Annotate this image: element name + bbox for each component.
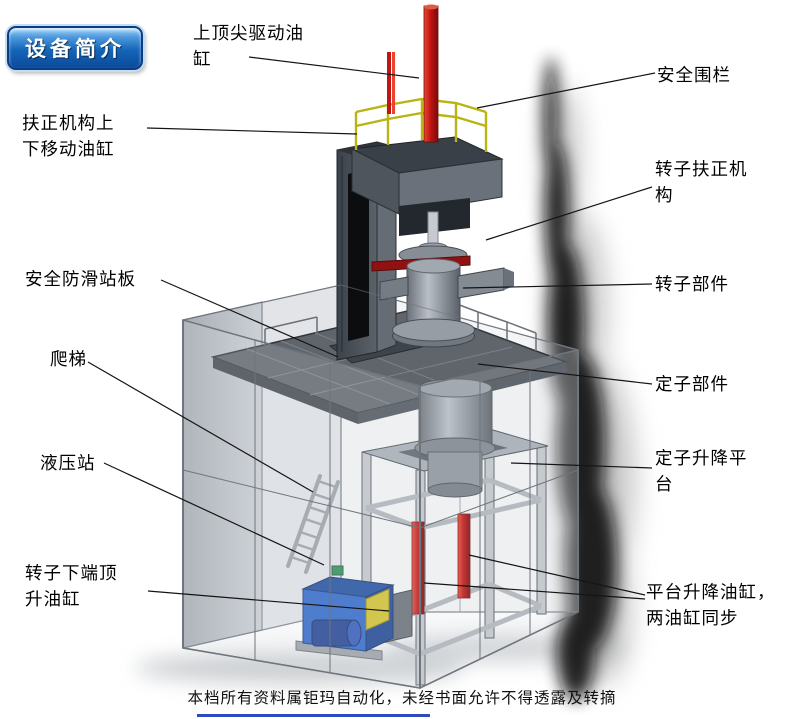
label-ladder: 爬梯 — [50, 349, 87, 369]
copyright-notice: 本档所有资料属钜玛自动化，未经书面允许不得透露及转摘 — [187, 690, 617, 707]
label-rotor-bottom-jack-cylinder: 转子下端顶 升油缸 — [25, 563, 118, 610]
label-top-center-drive-cylinder: 上顶尖驱动油 缸 — [193, 23, 304, 70]
label-safety-fence: 安全围栏 — [657, 65, 731, 85]
label-platform-lift-cylinders: 平台升降油缸， 两油缸同步 — [646, 582, 776, 629]
enclosure-front — [182, 284, 579, 690]
label-stator-lifting-platform: 定子升降平 台 — [655, 448, 748, 495]
label-stator-component: 定子部件 — [655, 374, 729, 394]
label-centering-move-cylinder: 扶正机构上 下移动油缸 — [22, 113, 115, 160]
smoke-core — [544, 57, 617, 700]
rotor-assembly-graphic — [371, 211, 514, 348]
head-assembly-graphic — [350, 136, 504, 236]
label-rotor-centering-mechanism: 转子扶正机 构 — [655, 159, 748, 206]
label-safety-anti-slip-platform: 安全防滑站板 — [25, 269, 136, 289]
stator-graphic — [414, 378, 496, 498]
equipment-intro-button[interactable]: 设备简介 — [7, 26, 143, 70]
label-hydraulic-station: 液压站 — [40, 453, 96, 473]
top-drive-cylinders-graphic — [387, 4, 439, 143]
label-rotor-component: 转子部件 — [655, 274, 729, 294]
leader-lines — [87, 56, 656, 612]
footer-divider — [197, 714, 430, 717]
